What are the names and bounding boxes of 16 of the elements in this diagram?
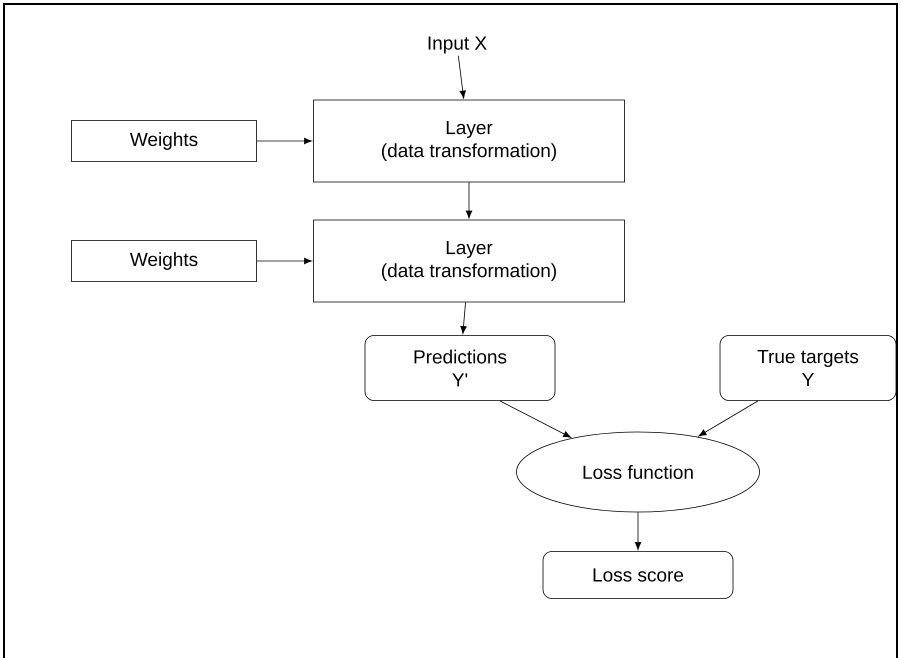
targets-box: True targets Y — [720, 335, 896, 401]
loss-score-box: Loss score — [542, 551, 734, 599]
weights-box: Weights — [71, 240, 257, 282]
arrow — [698, 400, 758, 436]
weights-box: Weights — [71, 120, 257, 162]
arrow — [466, 182, 472, 218]
arrow — [458, 55, 466, 98]
arrow — [634, 512, 642, 550]
layer-box: Layer (data transformation) — [313, 220, 625, 302]
arrow — [256, 138, 312, 144]
arrow — [500, 400, 572, 438]
input-label: Input X — [428, 36, 487, 54]
arrow — [256, 258, 312, 264]
layer-box: Layer (data transformation) — [313, 100, 625, 182]
predictions-box: Predictions Y' — [364, 335, 556, 401]
arrow — [460, 302, 467, 334]
